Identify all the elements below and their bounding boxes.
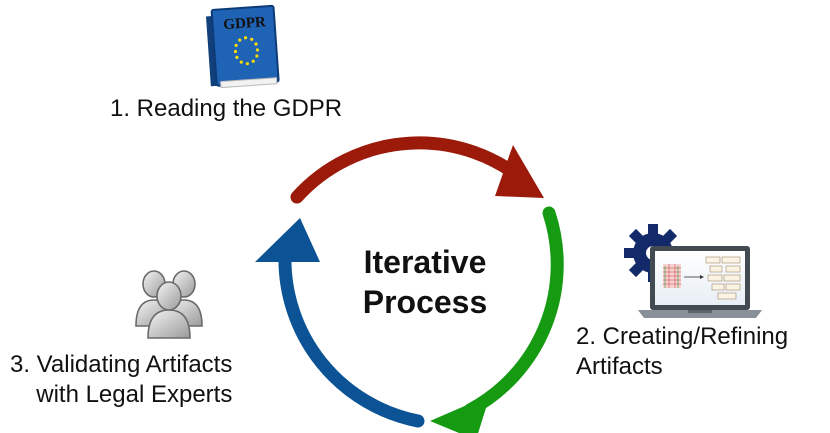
gdpr-book-icon: GDPR — [205, 4, 280, 89]
arrow-arc-validating — [278, 248, 425, 428]
arrow-head-reading — [495, 145, 544, 198]
step-2-label: 2. Creating/Refining Artifacts — [576, 322, 788, 382]
step-1-line-1: 1. Reading the GDPR — [110, 95, 343, 122]
arrow-arc-creating — [463, 206, 564, 417]
step-1-label: 1. Reading the GDPR — [110, 94, 342, 124]
step-2-line-1: 2. Creating/Refining — [576, 323, 789, 350]
eu-stars — [233, 36, 260, 66]
arrow-head-validating — [255, 218, 320, 262]
step-3-line-1: 3. Validating Artifacts — [10, 351, 233, 378]
step-2-line-2: Artifacts — [576, 353, 663, 380]
people-group-icon — [135, 270, 203, 339]
laptop-gear-icon — [624, 224, 762, 318]
book-title: GDPR — [223, 14, 267, 33]
center-title-line-1: Iterative — [363, 244, 487, 280]
screen-content — [663, 256, 741, 300]
center-title: Iterative Process — [330, 242, 520, 322]
center-title-line-2: Process — [362, 284, 488, 320]
step-3-label: 3. Validating Artifacts with Legal Exper… — [10, 350, 232, 410]
arrow-head-creating — [430, 395, 490, 433]
person-front — [147, 281, 191, 339]
arrow-arc-reading — [290, 136, 534, 204]
step-3-line-2: with Legal Experts — [36, 381, 233, 408]
